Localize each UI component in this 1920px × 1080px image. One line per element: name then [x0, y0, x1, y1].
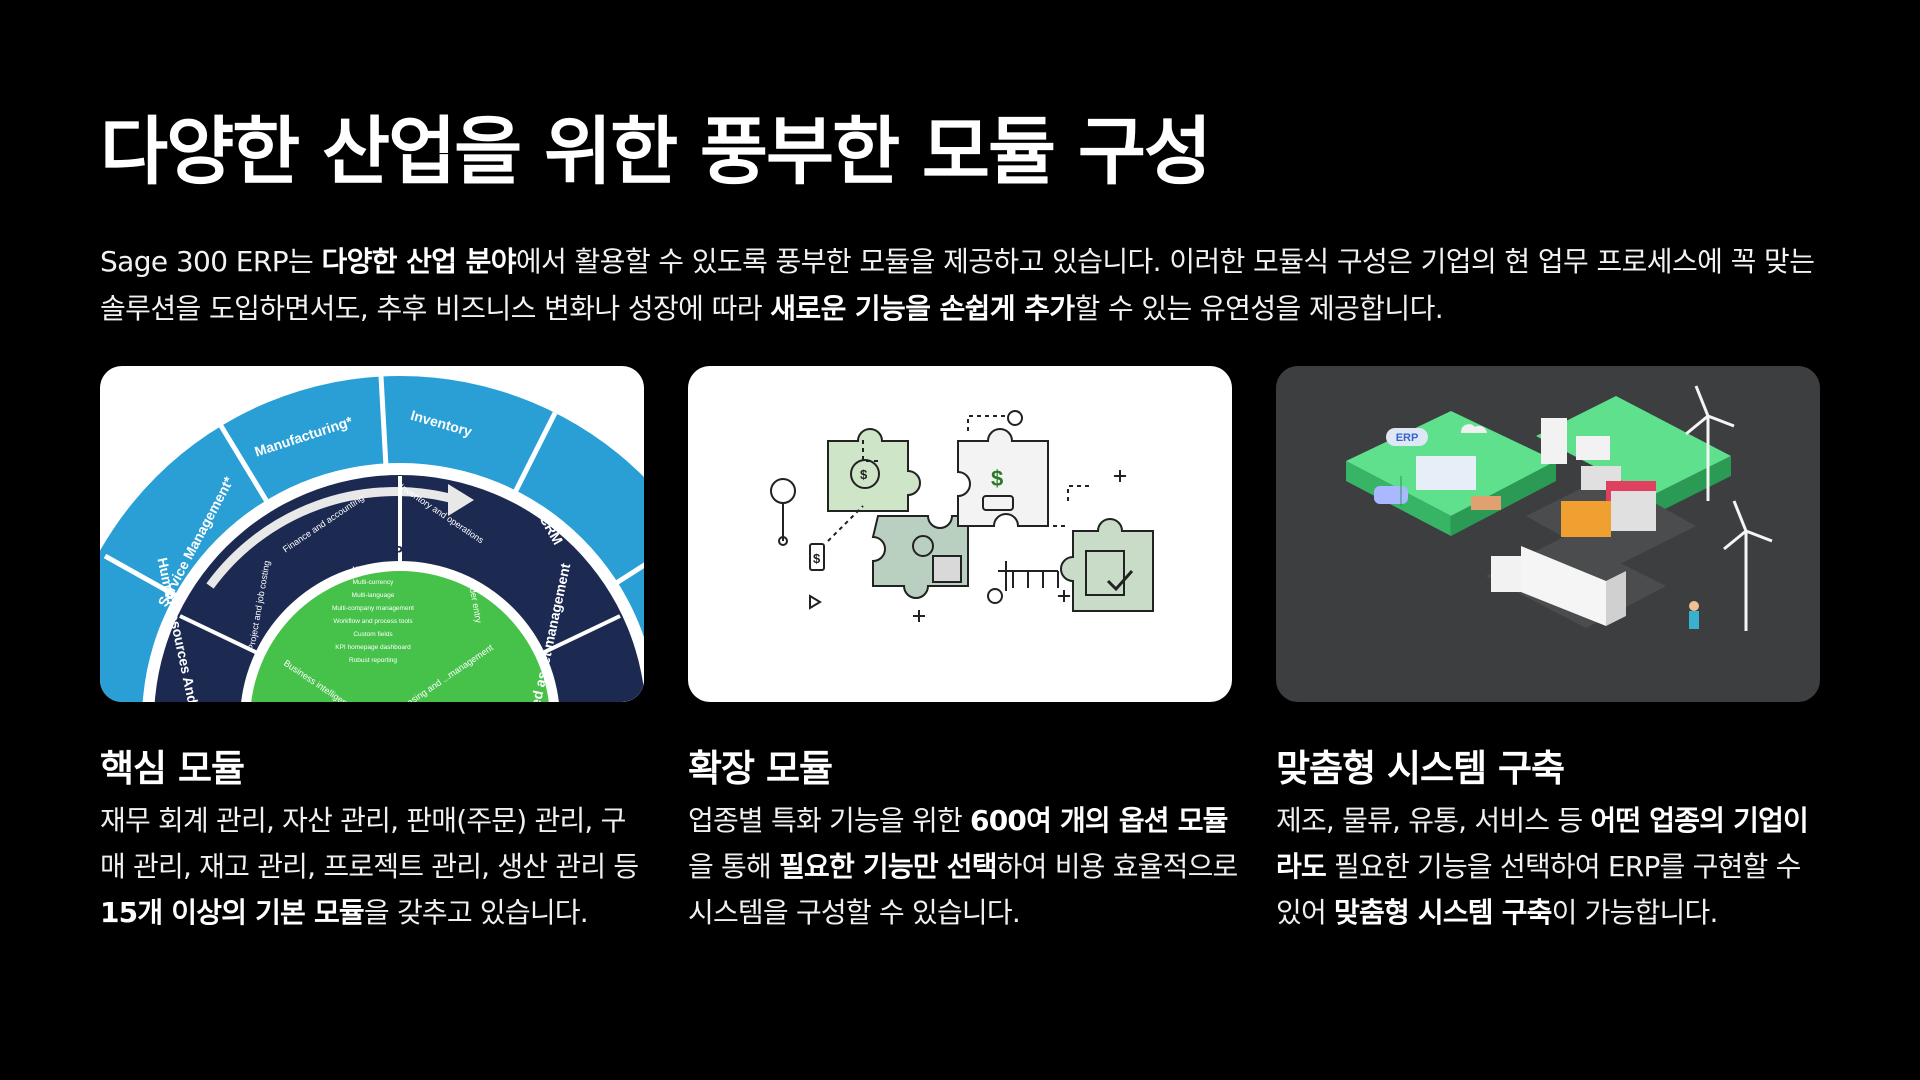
building-icon: [1541, 418, 1567, 464]
description-highlight: 15개 이상의 기본 모듈: [100, 896, 365, 929]
intro-text-part: Sage 300 ERP는: [100, 245, 322, 278]
truck-icon: [1491, 556, 1521, 592]
description-highlight: 600여 개의 옵션 모듈: [970, 804, 1228, 837]
core-module-description: 재무 회계 관리, 자산 관리, 판매(주문) 관리, 구매 관리, 재고 관리…: [100, 798, 650, 936]
svg-text:$: $: [813, 551, 821, 566]
intro-text-part: 에서 활용할 수 있도록 풍부한 모듈을 제공하고 있습니다. 이러한 모듈식 …: [100, 245, 1815, 325]
machine-icon: [1416, 456, 1476, 490]
description-highlight: 필요한 기능만 선택: [779, 850, 997, 883]
extension-module-description: 업종별 특화 기능을 위한 600여 개의 옵션 모듈을 통해 필요한 기능만 …: [688, 798, 1238, 936]
center-feature: Mobile access: [352, 566, 394, 573]
erp-badge-label: ERP: [1396, 432, 1419, 444]
center-feature: Robust reporting: [349, 657, 397, 664]
extension-module-puzzle-image: $ $ $: [688, 366, 1232, 702]
target-icon: [1007, 410, 1023, 426]
ground-tile: [1536, 396, 1731, 496]
center-feature: Custom fields: [353, 631, 393, 638]
center-feature: Multi-currency: [353, 579, 395, 586]
center-feature: KPI homepage dashboard: [335, 644, 411, 651]
truck-trailer: [1521, 546, 1606, 626]
description-part: 제조, 물류, 유통, 서비스 등: [1276, 804, 1591, 837]
play-icon: [809, 594, 822, 610]
description-part: 을 통해: [688, 850, 780, 883]
center-circle: [251, 571, 549, 702]
custom-system-description: 제조, 물류, 유통, 서비스 등 어떤 업종의 기업이라도 필요한 기능을 선…: [1276, 798, 1826, 936]
center-feature: Multi-language: [352, 592, 395, 599]
worker-icon: [1689, 601, 1699, 611]
intro-highlight: 다양한 산업 분야: [321, 245, 516, 278]
extension-module-title: 확장 모듈: [688, 747, 833, 790]
phone-icon: [809, 543, 825, 571]
core-module-title: 핵심 모듈: [100, 747, 245, 790]
description-part: 이 가능합니다.: [1551, 896, 1719, 929]
center-title: 300 ERP: [343, 543, 403, 560]
description-part: 재무 회계 관리, 자산 관리, 판매(주문) 관리, 구매 관리, 재고 관리…: [100, 804, 639, 883]
erp-badge: [1386, 428, 1428, 446]
puzzle-icon: [1060, 518, 1154, 612]
custom-system-title: 맞춤형 시스템 구축: [1276, 747, 1565, 790]
cloud-icon: [1461, 424, 1487, 433]
intro-highlight: 새로운 기능을 손쉽게 추가: [770, 292, 1075, 325]
money-truck-icon: [982, 495, 1014, 511]
gear-dollar-icon: [912, 535, 934, 557]
erp-wheel-diagram: Manufacturing* Inventory CRM Fixed asset…: [100, 375, 644, 702]
core-module-wheel-image: Manufacturing* Inventory CRM Fixed asset…: [100, 366, 644, 702]
screen-icon: [1576, 436, 1610, 460]
puzzle-illustration: $ $ $: [770, 410, 1154, 622]
gear-dollar-icon: [850, 459, 880, 489]
custom-system-isometric-image: ERP: [1276, 366, 1820, 702]
intro-text: Sage 300 ERP는 다양한 산업 분야에서 활용할 수 있도록 풍부한 …: [100, 238, 1820, 332]
description-part: 을 갖추고 있습니다.: [363, 896, 589, 929]
truck-trailer: [1611, 491, 1656, 531]
intro-text-part: 할 수 있는 유연성을 제공합니다.: [1074, 292, 1444, 325]
puzzle-icon: [827, 428, 921, 512]
clock-icon: [987, 588, 1003, 604]
puzzle-icon: [957, 428, 1049, 527]
description-part: 업종별 특화 기능을 위한: [688, 804, 971, 837]
lightbulb-icon: [770, 478, 796, 504]
description-highlight: 어떤 업종의 기업이라도: [1276, 804, 1809, 883]
center-title: Sage: [355, 525, 391, 542]
svg-text:$: $: [991, 466, 1003, 491]
svg-text:$: $: [860, 467, 868, 482]
box-icon: [1471, 496, 1501, 510]
truck-icon: [1561, 501, 1611, 537]
car-icon: [1374, 486, 1408, 504]
center-feature: Workflow and process tools: [333, 618, 413, 625]
box-icon: [932, 555, 962, 583]
center-feature: Multi-company management: [332, 605, 414, 612]
page-title: 다양한 산업을 위한 풍부한 모듈 구성: [100, 109, 1212, 195]
description-part: 필요한 기능을 선택하여 ERP를 구현할 수 있어: [1276, 850, 1801, 929]
arrow-head-icon: [448, 484, 474, 516]
description-highlight: 맞춤형 시스템 구축: [1334, 896, 1552, 929]
logistics-illustration: ERP: [1346, 385, 1773, 631]
description-part: 하여 비용 효율적으로 시스템을 구성할 수 있습니다.: [688, 850, 1238, 929]
arrow-ring: [206, 487, 452, 589]
clipboard-check-icon: [1085, 550, 1125, 596]
